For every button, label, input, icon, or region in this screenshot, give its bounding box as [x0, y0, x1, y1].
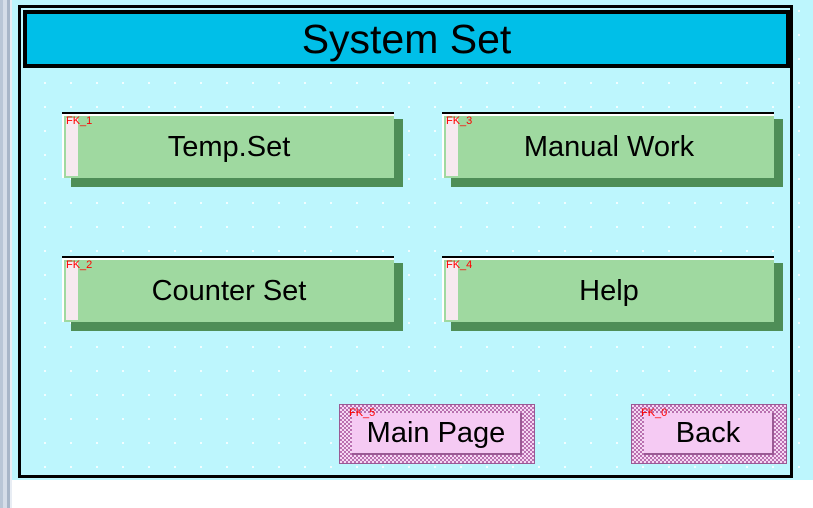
fk2-left-highlight: [66, 262, 78, 320]
fk3-label: Manual Work: [523, 130, 695, 163]
page-frame-border: [18, 5, 793, 478]
fk1-right-shadow: [394, 119, 403, 187]
editor-empty-area: [12, 480, 813, 508]
fk2-face: Counter Set: [62, 258, 394, 322]
fk5-face: Main Page: [352, 413, 522, 455]
fk2-label: Counter Set: [151, 274, 307, 307]
fk4-left-highlight: [446, 262, 458, 320]
vertical-scrollbar-shadow: [7, 0, 10, 508]
fk1-face: Temp.Set: [62, 114, 394, 178]
fk4-label: Help: [579, 274, 639, 307]
fk2-tag: FK_2: [66, 259, 93, 271]
fk3-left-highlight: [446, 118, 458, 176]
page-title: System Set: [301, 15, 512, 62]
fk3-top-edge: [442, 112, 774, 114]
fk3-bottom-shadow: [451, 178, 783, 187]
fk3-face: Manual Work: [442, 114, 774, 178]
vertical-scrollbar-track[interactable]: [3, 0, 7, 508]
window-inner-edge: [10, 0, 12, 508]
fk4-right-shadow: [774, 263, 783, 331]
window-edge-strip: [0, 0, 3, 508]
fk1-left-highlight: [66, 118, 78, 176]
fk4-top-edge: [442, 256, 774, 258]
fk2-right-shadow: [394, 263, 403, 331]
fk4-face: Help: [442, 258, 774, 322]
fk4-bottom-shadow: [451, 322, 783, 331]
fk1-bottom-shadow: [71, 178, 403, 187]
fk0-tag: FK_0: [641, 407, 668, 419]
fk3-tag: FK_3: [446, 115, 473, 127]
fk2-top-edge: [62, 256, 394, 258]
function-key-fk1[interactable]: Temp.Set FK_1: [62, 112, 403, 187]
nav-key-back[interactable]: Back FK_0: [631, 404, 787, 464]
page-title-bar: System Set: [23, 10, 790, 68]
fk4-tag: FK_4: [446, 259, 473, 271]
fk1-top-edge: [62, 112, 394, 114]
fk3-right-shadow: [774, 119, 783, 187]
function-key-fk2[interactable]: Counter Set FK_2: [62, 256, 403, 331]
fk1-label: Temp.Set: [167, 130, 291, 163]
function-key-fk3[interactable]: Manual Work FK_3: [442, 112, 783, 187]
fk5-label: Main Page: [366, 416, 506, 449]
fk1-tag: FK_1: [66, 115, 93, 127]
fk2-bottom-shadow: [71, 322, 403, 331]
fk5-tag: FK_5: [349, 407, 376, 419]
hmi-page-canvas: System Set Temp.Set FK_1 Manual Work FK_…: [12, 0, 813, 480]
nav-key-main-page[interactable]: Main Page FK_5: [339, 404, 535, 464]
function-key-fk4[interactable]: Help FK_4: [442, 256, 783, 331]
fk0-label: Back: [675, 416, 741, 449]
fk0-face: Back: [644, 413, 774, 455]
